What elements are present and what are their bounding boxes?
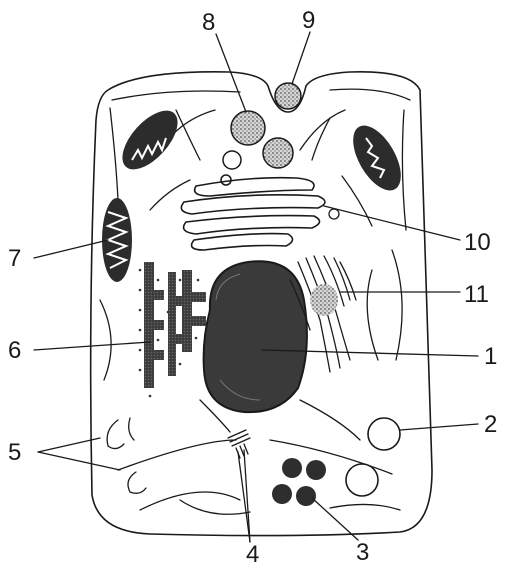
vesicle-8b: [263, 138, 293, 168]
label-2: 2: [484, 411, 497, 438]
vacuole-2b: [346, 464, 378, 496]
label-6: 6: [8, 337, 21, 364]
vesicle-curves: [107, 418, 146, 493]
label-11: 11: [464, 281, 489, 308]
label-5: 5: [8, 439, 21, 466]
small-vesicle: [223, 151, 241, 169]
label-8: 8: [202, 9, 215, 36]
label-10: 10: [464, 229, 491, 256]
vacuole-2a: [368, 418, 400, 450]
mitochondrion-top-left: [113, 101, 188, 179]
label-1: 1: [484, 343, 497, 370]
label-4: 4: [246, 541, 259, 568]
label-7: 7: [8, 245, 21, 272]
small-vesicle-2: [329, 209, 339, 219]
label-9: 9: [302, 7, 315, 34]
mitochondrion-top-right: [343, 118, 410, 198]
rough-er: [139, 262, 212, 397]
vesicle-9: [275, 83, 301, 109]
lysosomes: [272, 458, 326, 506]
label-3: 3: [356, 539, 369, 566]
vesicle-8a: [231, 111, 265, 145]
golgi-apparatus: [181, 175, 325, 250]
centrioles: [228, 430, 250, 458]
